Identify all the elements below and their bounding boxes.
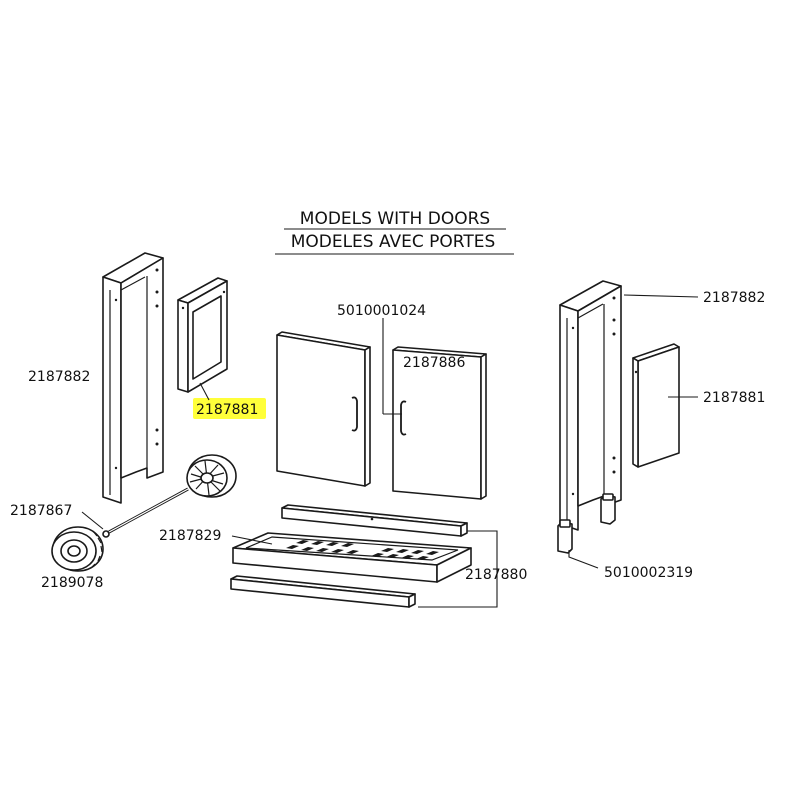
title-english: MODELS WITH DOORS	[300, 209, 490, 229]
label-wheel: 2189078	[41, 575, 103, 591]
foot-rear[interactable]	[600, 493, 616, 525]
label-axle: 2187867	[10, 503, 72, 519]
right-door[interactable]	[392, 346, 487, 500]
left-side-panel[interactable]	[177, 277, 228, 393]
right-side-panel[interactable]	[632, 343, 680, 468]
wheel[interactable]	[51, 526, 104, 572]
shelf-perforations	[286, 540, 439, 560]
leader-axle	[81, 511, 104, 530]
bottom-shelf[interactable]	[232, 532, 472, 583]
foot-front[interactable]	[557, 519, 573, 554]
leader-right-leg	[623, 294, 699, 298]
label-left-leg: 2187882	[28, 369, 90, 385]
wheel-hub[interactable]	[186, 454, 237, 498]
label-door-handle: 5010001024	[337, 303, 426, 319]
leader-left-panel	[199, 382, 210, 401]
right-leg[interactable]	[559, 280, 622, 531]
leader-feet	[568, 550, 599, 569]
label-rails: 2187880	[465, 567, 527, 583]
title-french: MODELES AVEC PORTES	[291, 232, 496, 252]
front-rail[interactable]	[230, 575, 416, 608]
label-door: 2187886	[403, 355, 465, 371]
left-door[interactable]	[276, 331, 371, 487]
leader-rails	[418, 530, 498, 608]
highlight-marker	[193, 398, 266, 419]
axle[interactable]	[102, 487, 189, 538]
label-right-leg: 2187882	[703, 290, 765, 306]
label-right-side-panel: 2187881	[703, 390, 765, 406]
leader-shelf	[231, 535, 273, 545]
label-feet: 5010002319	[604, 565, 693, 581]
back-rail[interactable]	[281, 504, 468, 537]
left-leg[interactable]	[102, 252, 164, 504]
label-bottom-shelf: 2187829	[159, 528, 221, 544]
label-left-side-panel: 2187881	[196, 402, 258, 418]
